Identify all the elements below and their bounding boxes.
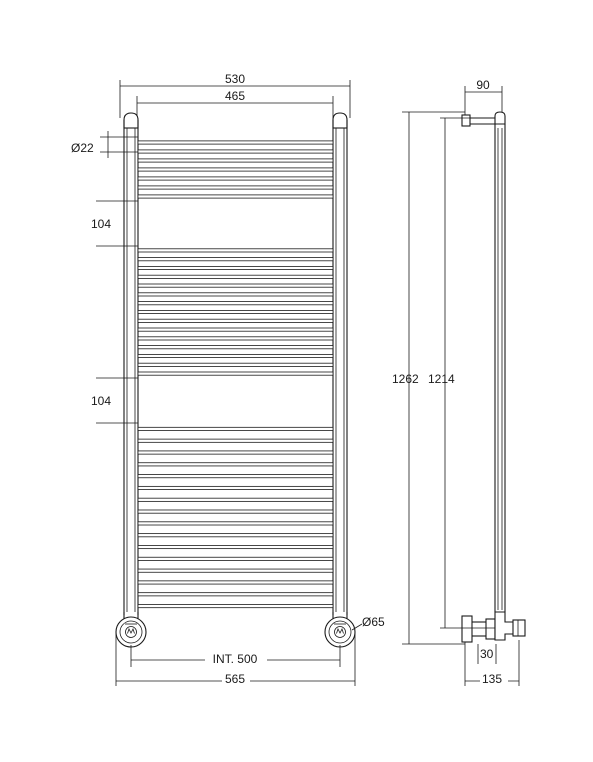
front-view: 530 465 [71, 72, 385, 686]
bar-middle-group-8 [137, 309, 334, 314]
bar-top-group-5 [137, 176, 334, 181]
dim-label-1262: 1262 [392, 372, 419, 386]
dim-label-135: 135 [482, 672, 502, 686]
bar-bottom-group-7 [137, 497, 334, 502]
bar-bottom-group-6 [137, 485, 334, 490]
side-valve-assembly [461, 611, 526, 643]
radiator-bars [137, 140, 334, 609]
bar-bottom-group-10 [137, 533, 334, 538]
bar-bottom-group-9 [137, 521, 334, 526]
right-cap [332, 112, 348, 129]
bar-bottom-group-8 [137, 509, 334, 514]
bar-bottom-group-12 [137, 556, 334, 561]
bar-middle-group-15 [137, 371, 334, 376]
bar-top-group-2 [137, 149, 334, 154]
bar-top-group-3 [137, 158, 334, 163]
bar-bottom-group-11 [137, 545, 334, 550]
dim-top-depth: 90 [464, 78, 503, 120]
dim-label-gap-lower: 104 [91, 394, 111, 408]
dim-label-565: 565 [225, 672, 245, 686]
dim-gap-lower: 104 [91, 377, 138, 424]
bar-bottom-group-14 [137, 580, 334, 585]
dim-overall-bottom: 565 [115, 632, 356, 686]
bar-bottom-group-15 [137, 592, 334, 597]
right-valve [324, 612, 356, 648]
bar-middle-group-4 [137, 274, 334, 279]
dim-interaxis-height: 1214 [428, 117, 495, 629]
bar-middle-group-12 [137, 345, 334, 350]
bar-bottom-group-4 [137, 462, 334, 467]
dim-label-d65: Ø65 [362, 615, 385, 629]
bar-bottom-group-5 [137, 474, 334, 479]
right-collector [332, 112, 348, 615]
dim-label-1214: 1214 [428, 372, 455, 386]
dim-tube-diameter: Ø22 [71, 131, 138, 158]
dim-interaxis: INT. 500 [130, 645, 341, 667]
bar-top-group-1 [137, 140, 334, 145]
side-view: 90 30 [392, 78, 526, 686]
bar-middle-group-2 [137, 257, 334, 262]
bar-middle-group-5 [137, 283, 334, 288]
dim-bottom-depth: 135 [464, 640, 520, 686]
side-collector [494, 111, 506, 612]
bar-bottom-group-13 [137, 568, 334, 573]
dim-label-d22: Ø22 [71, 141, 94, 155]
dim-label-465: 465 [225, 89, 245, 103]
dim-overall-top: 530 [119, 72, 351, 118]
bar-top-group-4 [137, 167, 334, 172]
dim-total-height: 1262 [392, 111, 465, 645]
bar-middle-group-14 [137, 362, 334, 367]
dim-label-90: 90 [476, 78, 490, 92]
bar-middle-group-1 [137, 248, 334, 253]
dim-valve-diameter: Ø65 [351, 615, 385, 631]
bar-middle-group-6 [137, 292, 334, 297]
top-bracket [461, 114, 495, 127]
bar-top-group-6 [137, 185, 334, 190]
bar-middle-group-7 [137, 301, 334, 306]
dim-inner-top: 465 [136, 89, 334, 128]
left-valve [115, 612, 147, 648]
bar-bottom-group-16 [137, 604, 334, 609]
dim-gap-upper: 104 [91, 200, 138, 247]
bar-middle-group-10 [137, 327, 334, 332]
bar-middle-group-11 [137, 336, 334, 341]
dim-valve-offset: 30 [477, 644, 497, 664]
wall-rosette [461, 615, 473, 643]
left-collector [123, 112, 139, 615]
bar-middle-group-13 [137, 353, 334, 358]
bar-bottom-group-2 [137, 438, 334, 443]
bar-middle-group-3 [137, 265, 334, 270]
dim-label-30: 30 [480, 647, 494, 661]
bar-bottom-group-3 [137, 450, 334, 455]
bar-bottom-group-1 [137, 426, 334, 431]
dim-label-int500: INT. 500 [213, 652, 258, 666]
bar-top-group-7 [137, 194, 334, 199]
left-cap [123, 112, 139, 129]
dim-label-gap-upper: 104 [91, 217, 111, 231]
dim-label-530: 530 [225, 72, 245, 86]
bar-middle-group-9 [137, 318, 334, 323]
